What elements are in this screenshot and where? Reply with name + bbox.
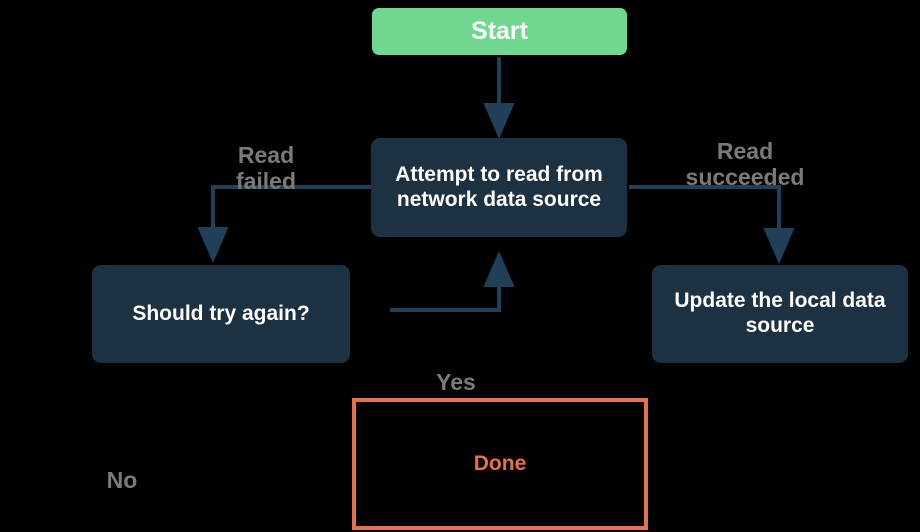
edge-label-read-failed: Read failed xyxy=(206,117,326,194)
edge-should-try-to-attempt xyxy=(390,251,515,312)
edge-label-read-succeeded: Read succeeded xyxy=(668,113,822,190)
edge-label-yes-text: Yes xyxy=(436,368,476,395)
node-start-label: Start xyxy=(471,16,528,45)
edge-label-no-text: No xyxy=(106,466,138,493)
node-done-label: Done xyxy=(473,451,527,475)
node-done[interactable]: Done xyxy=(352,398,648,530)
node-update-local-data-source-label: Update the local data source xyxy=(674,289,886,337)
node-should-try-again[interactable]: Should try again? xyxy=(92,265,350,363)
edge-label-no: No xyxy=(82,442,162,494)
node-update-local-data-source[interactable]: Update the local data source xyxy=(652,265,908,363)
node-should-try-again-label: Should try again? xyxy=(132,301,310,325)
node-attempt-read[interactable]: Attempt to read from network data source xyxy=(371,138,627,237)
edge-label-read-succeeded-text: Read succeeded xyxy=(685,137,805,190)
edge-label-yes: Yes xyxy=(414,344,498,396)
edge-attempt-to-should-try xyxy=(197,185,371,263)
node-attempt-read-label: Attempt to read from network data source xyxy=(395,162,603,211)
edge-attempt-to-update xyxy=(629,185,795,264)
node-start[interactable]: Start xyxy=(372,8,627,55)
edge-label-read-failed-text: Read failed xyxy=(235,141,297,194)
